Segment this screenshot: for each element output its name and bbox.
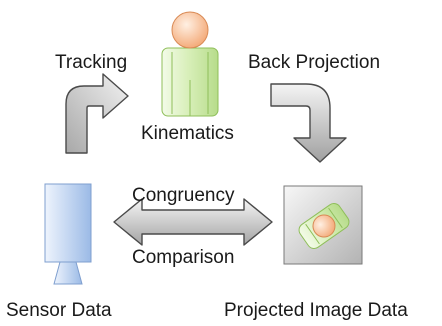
kinematics-label: Kinematics bbox=[141, 123, 234, 144]
comparison-label: Comparison bbox=[132, 247, 234, 268]
back-projection-arrow bbox=[270, 83, 347, 163]
sensor-data-label: Sensor Data bbox=[6, 300, 112, 321]
tracking-arrow bbox=[65, 73, 129, 154]
tracking-label: Tracking bbox=[55, 52, 127, 73]
back-projection-label: Back Projection bbox=[248, 52, 380, 73]
congruency-label: Congruency bbox=[132, 185, 235, 206]
projected-image-panel bbox=[283, 185, 363, 265]
projected-image-data-label: Projected Image Data bbox=[224, 300, 408, 321]
congruency-comparison-arrow bbox=[113, 198, 273, 246]
sensor-device bbox=[44, 183, 92, 285]
kinematics-figure bbox=[161, 11, 219, 117]
